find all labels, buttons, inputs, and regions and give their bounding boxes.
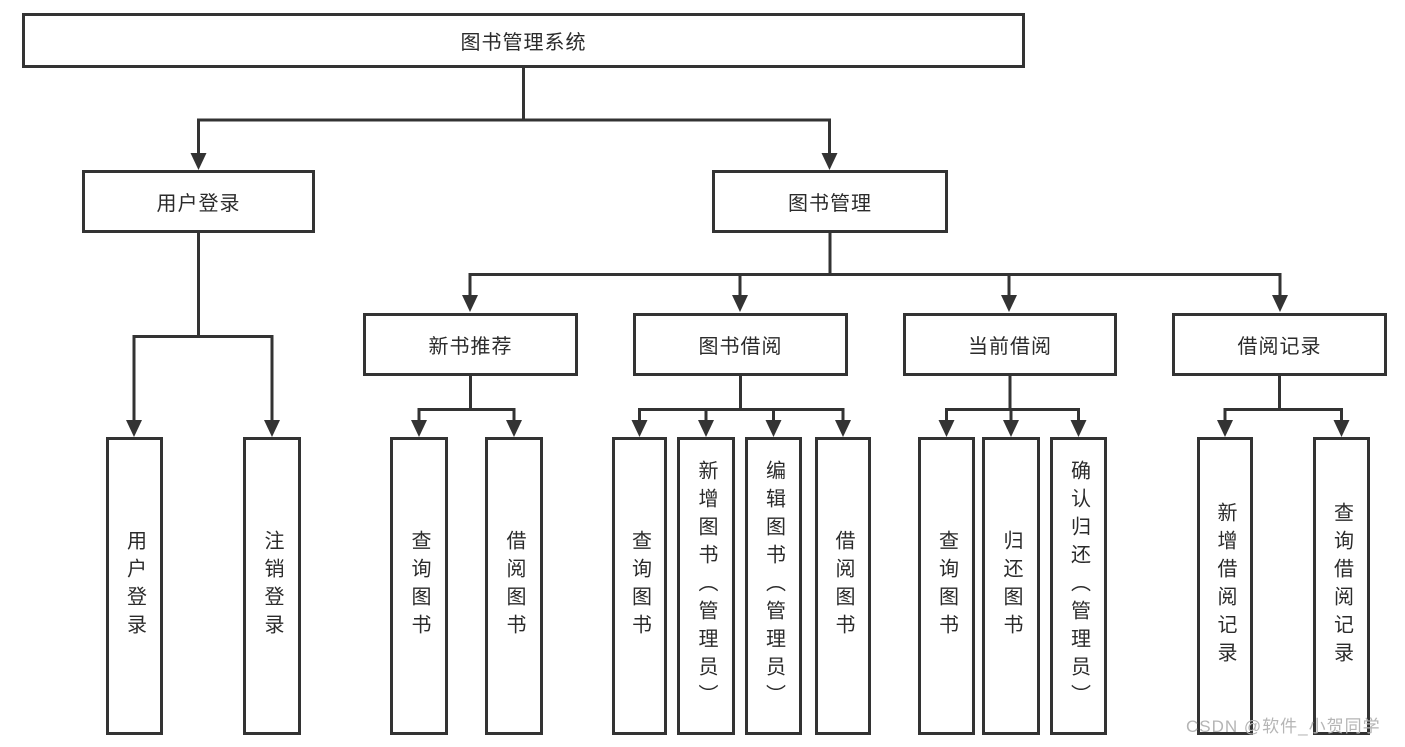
csdn-watermark: CSDN @软件_小贺同学 [1186,717,1381,736]
leaf-records-query-record: 查询借阅记录 [1313,437,1370,735]
node-user-login: 用户登录 [82,170,315,233]
leaf-records-add-record: 新增借阅记录 [1197,437,1253,735]
node-new-book-recommend: 新书推荐 [363,313,578,376]
leaf-logout: 注销登录 [243,437,301,735]
node-book-borrow: 图书借阅 [633,313,848,376]
leaf-borrow-query-books: 查询图书 [612,437,667,735]
leaf-current-return-books: 归还图书 [982,437,1040,735]
leaf-current-query-books: 查询图书 [918,437,975,735]
leaf-borrow-add-books-admin: 新增图书（管理员） [677,437,735,735]
leaf-current-confirm-return-admin: 确认归还（管理员） [1050,437,1107,735]
leaf-newrec-query-books: 查询图书 [390,437,448,735]
node-borrow-records: 借阅记录 [1172,313,1387,376]
node-current-borrow: 当前借阅 [903,313,1117,376]
node-book-management: 图书管理 [712,170,948,233]
leaf-borrow-edit-books-admin: 编辑图书（管理员） [745,437,802,735]
leaf-borrow-borrow-books: 借阅图书 [815,437,871,735]
node-root: 图书管理系统 [22,13,1025,68]
leaf-newrec-borrow-books: 借阅图书 [485,437,543,735]
leaf-user-login: 用户登录 [106,437,163,735]
